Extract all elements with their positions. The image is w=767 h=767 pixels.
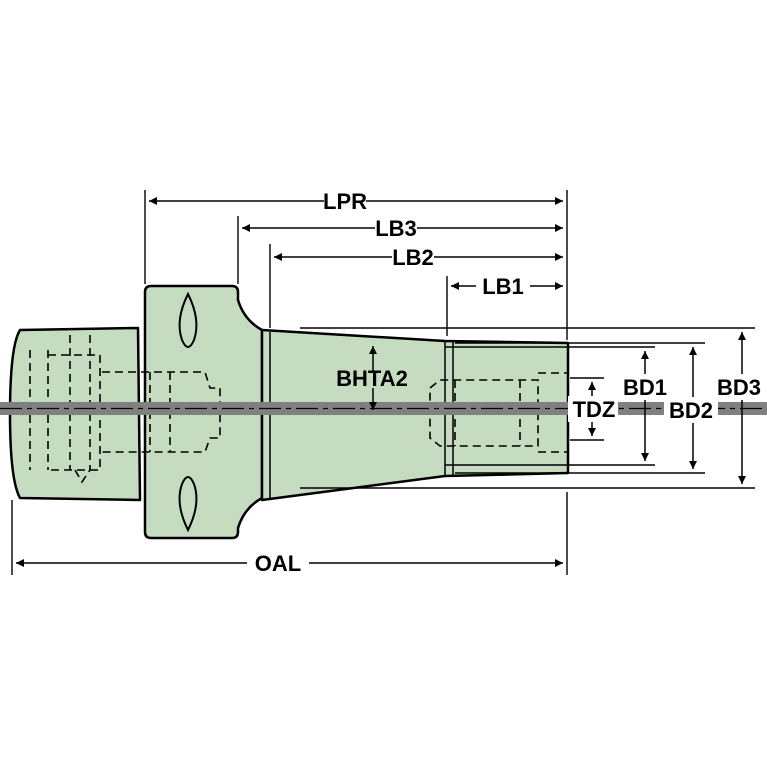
label-oal: OAL [255,551,301,576]
label-lb3: LB3 [375,216,417,241]
drive-slot-bottom [178,476,198,533]
label-bd1: BD1 [623,375,667,400]
drive-slots [178,291,198,533]
label-bhta2: BHTA2 [336,366,408,391]
dimension-labels: LPR LB3 LB2 LB1 BHTA2 TDZ BD1 BD2 BD3 OA… [255,189,761,576]
label-bd2: BD2 [669,398,713,423]
extension-lines [11,190,755,575]
label-lb2: LB2 [392,245,434,270]
label-tdz: TDZ [573,397,616,422]
label-lb1: LB1 [482,274,524,299]
label-lpr: LPR [323,189,367,214]
label-bd3: BD3 [717,375,761,400]
drive-slot-top [178,291,198,348]
